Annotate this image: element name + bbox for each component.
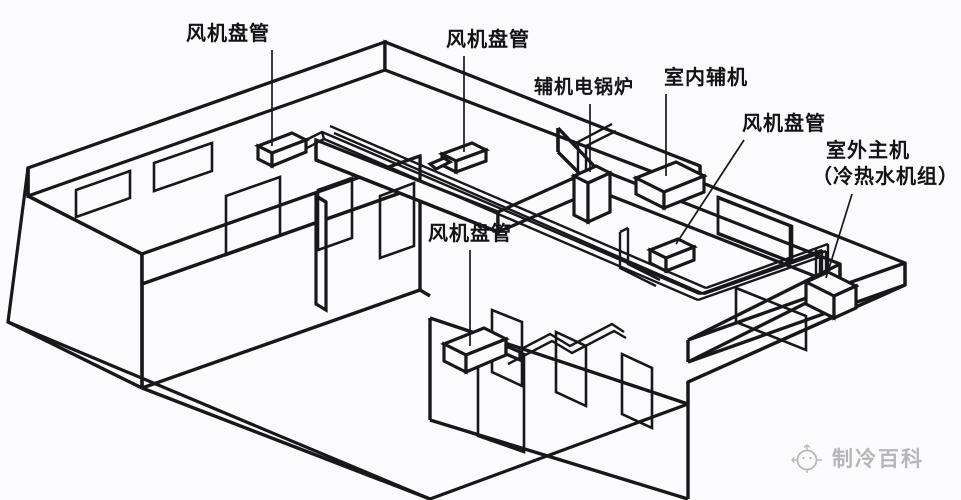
door-openings-left-wall bbox=[316, 176, 354, 252]
auxiliary-electric-boiler bbox=[570, 164, 614, 225]
outdoor-ledge-right bbox=[686, 261, 907, 404]
label-auxiliary-electric-boiler: 辅机电锅炉 bbox=[534, 76, 635, 98]
label-fan-coil-left: 风机盘管 bbox=[186, 21, 270, 45]
label-fan-coil-bottom-center: 风机盘管 bbox=[428, 221, 512, 245]
label-indoor-auxiliary-unit: 室内辅机 bbox=[664, 65, 748, 89]
interior-window-panels-left bbox=[224, 175, 282, 257]
snowflake-mascot-icon bbox=[791, 444, 822, 473]
label-fan-coil-right: 风机盘管 bbox=[742, 111, 826, 135]
fan-coil-unit-3 bbox=[646, 237, 698, 274]
piping-branch-right-fan-coil bbox=[618, 226, 661, 288]
watermark-text: 制冷百科 bbox=[832, 447, 924, 471]
label-fan-coil-top-center: 风机盘管 bbox=[446, 27, 530, 51]
indoor-auxiliary-unit bbox=[632, 160, 708, 211]
leader-outdoor-main-unit bbox=[825, 193, 853, 279]
fan-coil-unit-1 bbox=[254, 131, 310, 169]
outdoor-main-unit bbox=[802, 270, 860, 321]
door-panels-corridor bbox=[378, 181, 416, 260]
leader-lines bbox=[271, 50, 853, 346]
leader-fan-coil-right bbox=[675, 139, 745, 245]
wall-run-left-lower bbox=[7, 320, 431, 500]
label-outdoor-main-unit: 室外主机 bbox=[826, 138, 910, 162]
watermark: 制冷百科 bbox=[790, 443, 924, 473]
piping-boiler-connection bbox=[576, 122, 617, 178]
label-outdoor-main-unit-sub: （冷热水机组） bbox=[812, 164, 959, 188]
piping-branch-bottom-fan-coil bbox=[507, 322, 627, 366]
